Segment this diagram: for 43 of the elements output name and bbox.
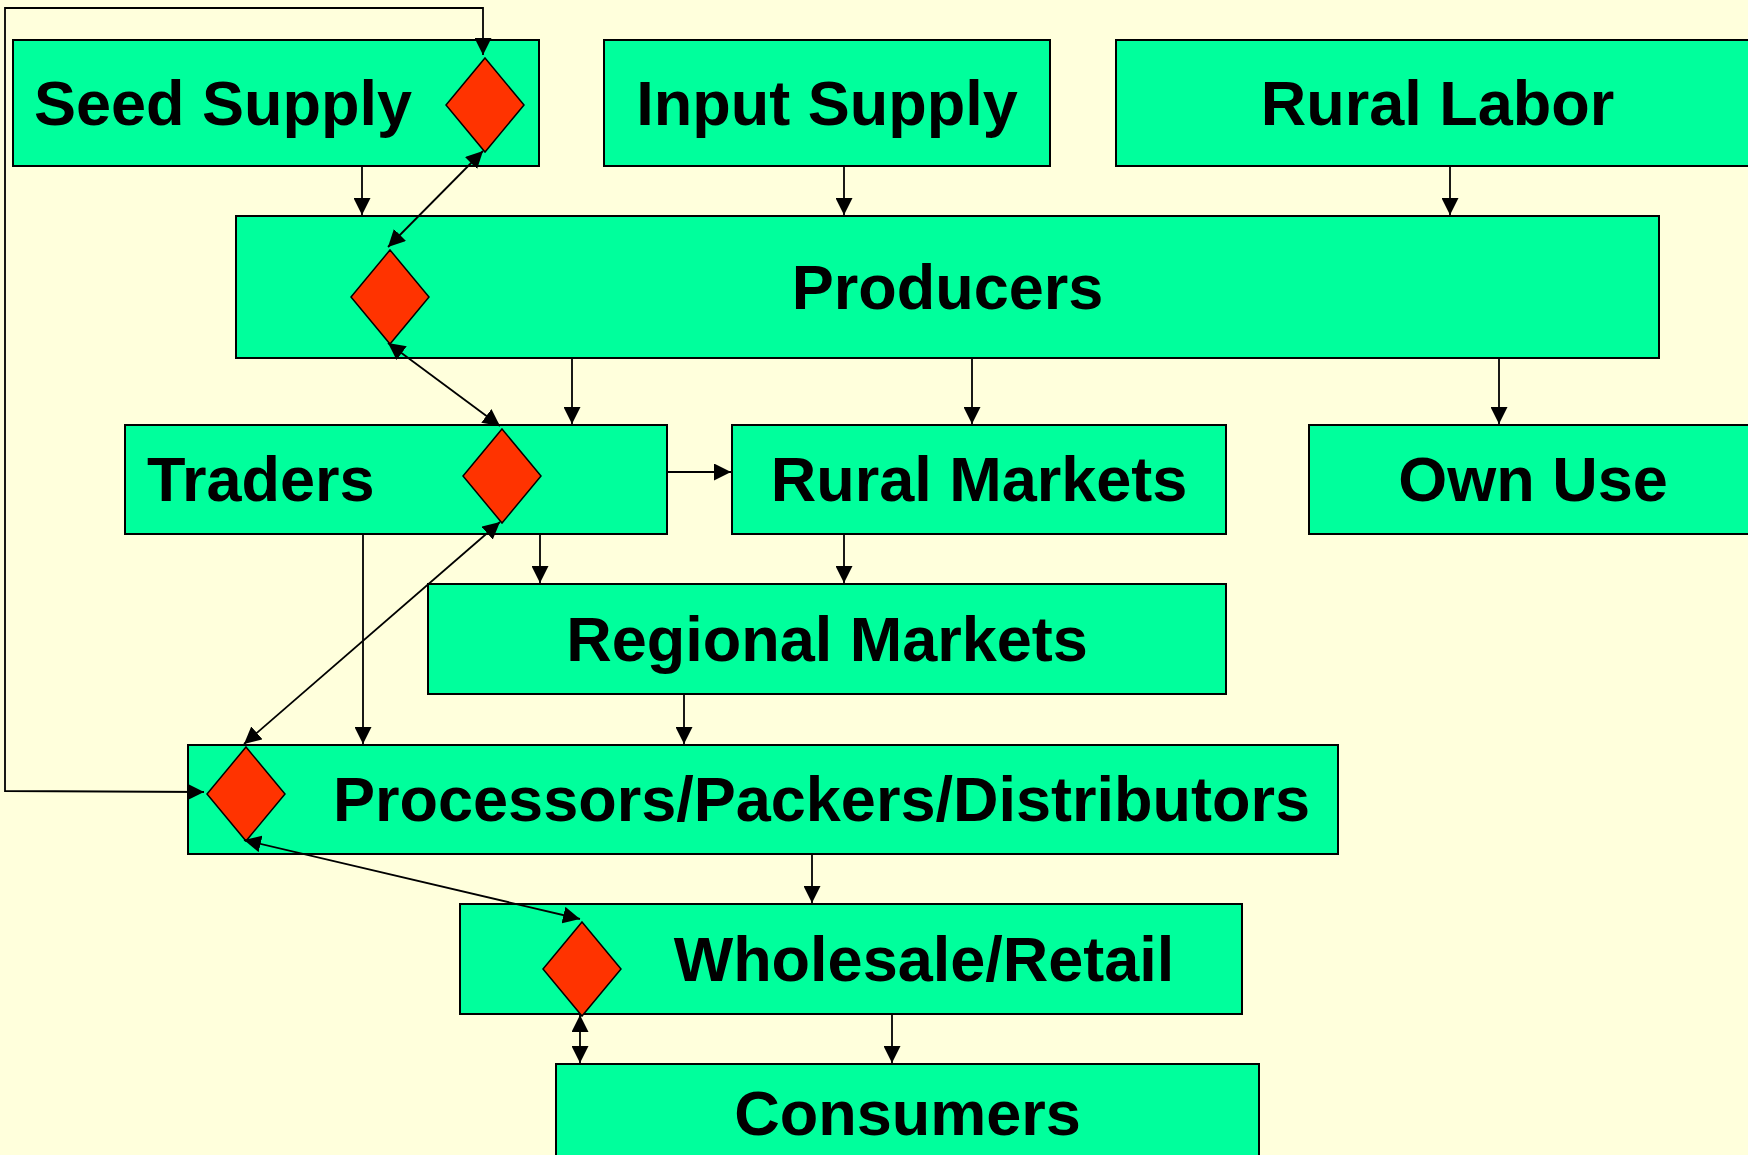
process-box xyxy=(603,39,1051,167)
box-label: Traders xyxy=(147,448,375,511)
arrow xyxy=(353,166,371,216)
arrow xyxy=(667,463,732,481)
box-label: Rural Markets xyxy=(770,448,1188,511)
process-box xyxy=(12,39,540,167)
box-label: Rural Labor xyxy=(1260,71,1615,135)
decision-diamond xyxy=(462,428,542,524)
decision-diamond xyxy=(445,57,525,153)
double-arrow xyxy=(387,150,484,248)
arrow xyxy=(835,166,853,216)
arrow xyxy=(1441,166,1459,216)
arrow xyxy=(354,534,372,745)
double-arrow xyxy=(387,342,501,427)
process-box xyxy=(235,215,1660,359)
double-arrow xyxy=(571,1014,589,1064)
decision-diamond xyxy=(206,746,286,842)
arrow xyxy=(883,1014,901,1064)
arrow xyxy=(803,854,821,904)
arrow xyxy=(1490,358,1508,425)
process-box xyxy=(124,424,668,535)
arrow xyxy=(563,358,581,425)
arrow xyxy=(963,358,981,425)
box-label: Producers xyxy=(791,255,1104,319)
process-box xyxy=(555,1063,1260,1155)
double-arrow xyxy=(243,521,501,745)
box-label: Wholesale/Retail xyxy=(673,927,1175,991)
process-box xyxy=(459,903,1243,1015)
process-box xyxy=(187,744,1339,855)
double-arrow xyxy=(4,7,492,801)
box-label: Own Use xyxy=(1398,448,1668,511)
process-box xyxy=(731,424,1227,535)
double-arrow xyxy=(243,835,581,924)
process-box xyxy=(1308,424,1748,535)
decision-diamond xyxy=(350,249,430,345)
arrow xyxy=(675,694,693,745)
arrow xyxy=(835,534,853,584)
box-label: Consumers xyxy=(734,1081,1081,1145)
decision-diamond xyxy=(542,921,622,1017)
arrow xyxy=(531,534,549,584)
box-label: Processors/Packers/Distributors xyxy=(333,768,1310,831)
process-box xyxy=(427,583,1227,695)
process-box xyxy=(1115,39,1748,167)
